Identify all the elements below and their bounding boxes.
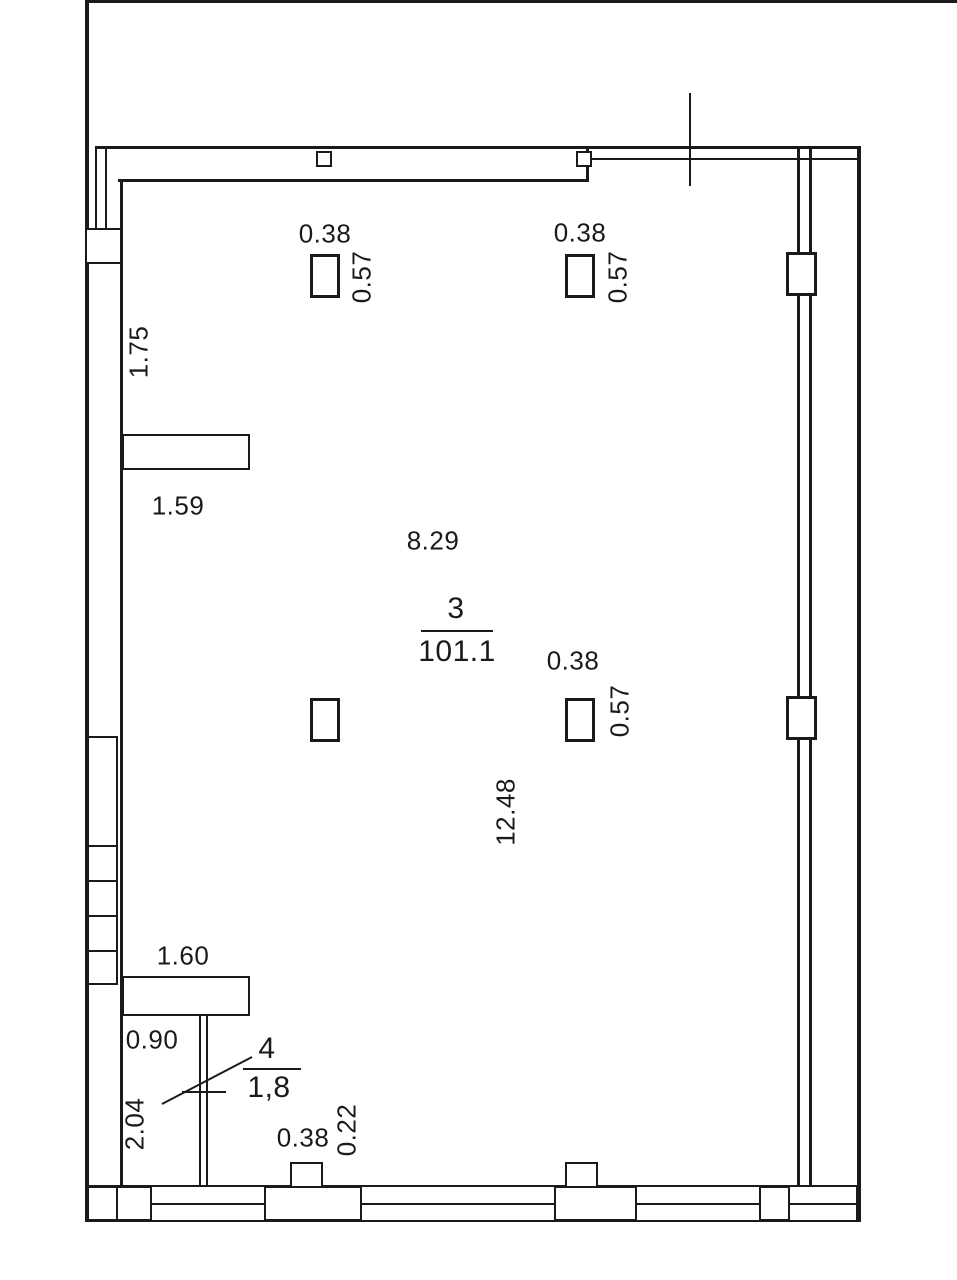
wall-left-outer [85,0,89,1222]
wall-stub-lower [122,976,250,1016]
wall-top-inner-left [118,179,589,182]
left-strip-divider-4 [87,950,118,952]
dim-stub-lower: 1.60 [156,940,210,971]
dim-column4-depth: 0.57 [604,684,635,738]
bottom-wall-pier [290,1162,323,1188]
wall-bottom-left-divider [116,1185,118,1222]
dim-niche-width: 0.90 [125,1024,179,1055]
column-right-wall [786,696,817,740]
dim-pier-depth: 0.22 [331,1103,362,1157]
top-wall-square-1 [316,151,332,167]
left-strip-divider-2 [87,880,118,882]
dim-stub-upper: 1.59 [151,490,205,521]
window [635,1185,761,1222]
room4-number: 4 [258,1032,276,1065]
room4-dim-tick [182,1091,226,1093]
room4-partition-line-1 [199,1016,201,1187]
window [788,1185,858,1222]
column [565,254,595,298]
room3-fraction-line [421,630,493,632]
section-marker-line [689,93,691,186]
wall-right-inner-line-2 [809,146,812,1187]
wall-top-inner-right [589,158,860,160]
room4-area: 1,8 [247,1071,291,1104]
dim-column2-width: 0.38 [553,217,607,248]
left-strip-divider-3 [87,915,118,917]
wall-top-outer-line [95,146,860,149]
bottom-wall-pier [565,1162,598,1188]
topleft-channel-line-1 [95,146,97,230]
column [565,698,595,742]
wall-right-outer [857,146,861,1222]
top-wall-square-2 [576,151,592,167]
left-strip-divider-1 [87,845,118,847]
dim-pier-width: 0.38 [276,1122,330,1153]
room3-area: 101.1 [418,635,496,668]
dim-room-depth: 12.48 [490,778,521,846]
window [150,1185,266,1222]
column-right-wall [786,252,817,296]
wall-stub-upper [122,434,250,470]
room3-number: 3 [447,592,465,625]
dim-column2-depth: 0.57 [602,250,633,304]
topleft-channel-line-2 [105,146,107,230]
dim-room-width: 8.29 [406,525,460,556]
room4-partition-line-2 [206,1016,208,1187]
dim-column1-depth: 0.57 [346,250,377,304]
window [360,1185,556,1222]
room4-fraction-line [243,1068,301,1070]
left-wall-strip [87,736,118,985]
column [310,254,340,298]
wall-top-boundary [85,0,957,3]
wall-right-inner-line-1 [797,146,800,1187]
dim-left-upper: 1.75 [123,325,154,379]
dim-left-lower: 2.04 [119,1097,150,1151]
column [310,698,340,742]
dim-column1-width: 0.38 [298,218,352,249]
dim-column4-width: 0.38 [546,645,600,676]
wall-left-inner [120,179,123,1187]
